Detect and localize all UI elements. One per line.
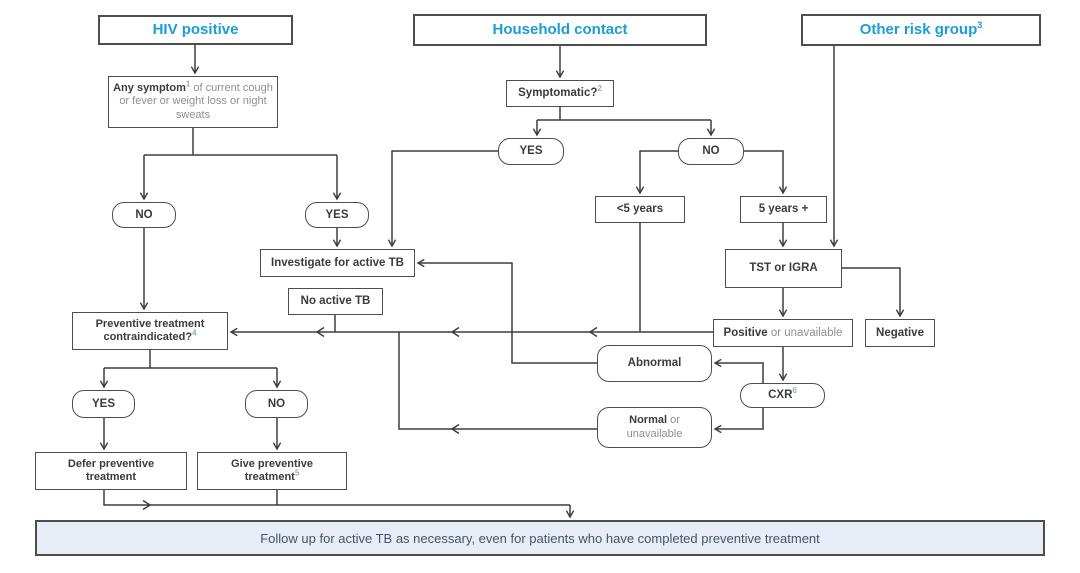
- node-negative: Negative: [865, 319, 935, 347]
- abnormal-label: Abnormal: [627, 357, 682, 370]
- positive-or-unavailable-label: Positive or unavailable: [723, 326, 843, 339]
- hiv-symptom-no-label: NO: [135, 208, 153, 221]
- node-contraindicated-no: NO: [245, 390, 308, 418]
- followup-banner: Follow up for active TB as necessary, ev…: [35, 520, 1045, 556]
- symptomatic-yes-label: YES: [519, 145, 543, 158]
- node-positive-or-unavailable: Positive or unavailable: [713, 319, 853, 347]
- node-investigate-active-tb: Investigate for active TB: [260, 249, 415, 277]
- node-other-risk-group: Other risk group3: [801, 14, 1041, 46]
- node-tst-or-igra: TST or IGRA: [725, 249, 842, 288]
- cxr-label: CXR6: [768, 386, 797, 402]
- other-risk-group-label: Other risk group3: [859, 19, 983, 38]
- contraindicated-no-label: NO: [267, 397, 286, 410]
- household-contact-label: Household contact: [492, 20, 628, 38]
- node-symptomatic: Symptomatic?2: [506, 80, 614, 107]
- node-contraindicated-yes: YES: [72, 390, 135, 418]
- investigate-active-tb-label: Investigate for active TB: [271, 256, 404, 269]
- any-symptom-label: Any symptom1 of current cough or fever o…: [113, 79, 273, 121]
- node-household-contact: Household contact: [413, 14, 707, 46]
- node-symptomatic-no: NO: [678, 138, 744, 165]
- hiv-positive-label: HIV positive: [152, 20, 239, 38]
- node-symptomatic-yes: YES: [498, 138, 564, 165]
- 5-years-plus-label: 5 years +: [758, 203, 809, 216]
- node-cxr: CXR6: [740, 383, 825, 408]
- node-no-active-tb: No active TB: [288, 288, 383, 315]
- negative-label: Negative: [876, 326, 924, 339]
- node-abnormal: Abnormal: [597, 345, 712, 382]
- node-hiv-symptom-yes: YES: [305, 202, 369, 228]
- followup-banner-label: Follow up for active TB as necessary, ev…: [260, 530, 820, 546]
- node-hiv-symptom-no: NO: [112, 202, 176, 228]
- under-5-years-label: <5 years: [616, 203, 664, 216]
- tst-or-igra-label: TST or IGRA: [749, 262, 818, 275]
- node-any-symptom: Any symptom1 of current cough or fever o…: [108, 76, 278, 128]
- symptomatic-no-label: NO: [702, 145, 720, 158]
- hiv-symptom-yes-label: YES: [325, 208, 349, 221]
- no-active-tb-label: No active TB: [300, 295, 371, 308]
- contraindicated-yes-label: YES: [91, 397, 115, 410]
- symptomatic-label: Symptomatic?2: [518, 84, 602, 100]
- node-5-years-plus: 5 years +: [740, 196, 827, 223]
- node-under-5-years: <5 years: [595, 196, 685, 223]
- node-hiv-positive: HIV positive: [98, 15, 293, 45]
